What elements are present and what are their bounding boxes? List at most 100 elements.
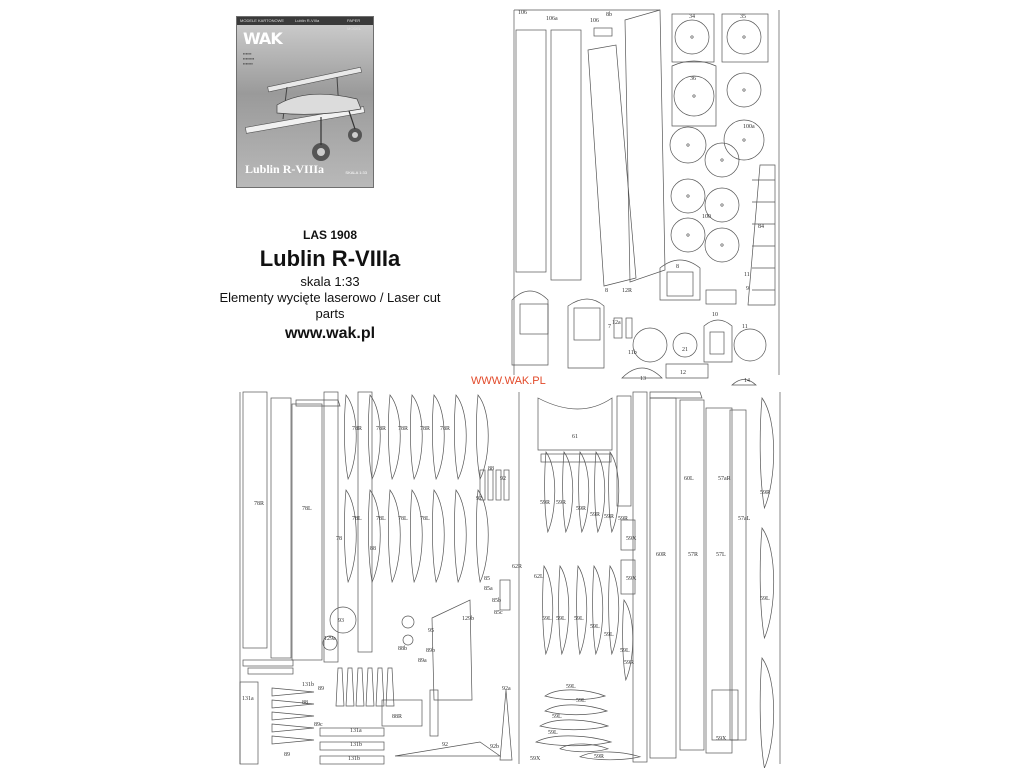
- part-label-lower-right-28: 57aL: [738, 516, 751, 522]
- part-label-lower-left-24: 85a: [484, 586, 493, 592]
- part-label-top-4: 8b: [606, 12, 612, 18]
- part-label-top-9: 100: [702, 214, 711, 220]
- cover-header-bar: MODELE KARTONOWE Lublin R-VIIIa PAPER MO…: [237, 17, 373, 31]
- part-label-lower-left-22: 89a: [418, 658, 427, 664]
- long-strip-78L: [270, 397, 292, 659]
- part-label-lower-right-23: 57R: [688, 552, 698, 558]
- part-label-top-14: 12R: [622, 288, 632, 294]
- part-label-top-8: 100a: [743, 124, 755, 130]
- strip-131a: [319, 727, 385, 737]
- part-label-lower-right-6: 59R: [604, 514, 614, 520]
- part-label-top-7: 36: [690, 76, 696, 82]
- part-label-lower-left-7: 78R: [420, 426, 430, 432]
- part-label-top-1: 106: [518, 10, 527, 16]
- small-panel-11: [705, 289, 737, 305]
- cover-header-left: MODELE KARTONOWE: [240, 18, 285, 23]
- part-label-lower-right-7: 59R: [618, 516, 628, 522]
- frame-part-10: [703, 319, 733, 363]
- cockpit-window-right: [573, 307, 601, 341]
- round-frame-11: [733, 328, 767, 362]
- upper-wing-rib-6: [454, 394, 467, 481]
- lower-wing-rib-1: [344, 489, 357, 584]
- part-label-lower-right-13: 59L: [620, 648, 630, 654]
- frame-window-10: [709, 331, 725, 355]
- part-label-top-20: 12: [680, 370, 686, 376]
- cockpit-frame-right: [567, 298, 605, 369]
- part-label-lower-left-37: 88: [302, 700, 308, 706]
- kit-description: Elementy wycięte laserowo / Laser cut pa…: [219, 290, 441, 321]
- part-label-top-22: 21: [682, 347, 688, 353]
- lower-wing-rib-5: [432, 489, 445, 584]
- part-label-lower-left-8: 78R: [440, 426, 450, 432]
- part-label-lower-left-28: 131a: [350, 728, 362, 734]
- part-label-lower-right-8: 59L: [542, 616, 552, 622]
- arc-part-13: [621, 367, 663, 379]
- cover-header-right: PAPER MODEL: [347, 18, 362, 31]
- small-part-12b: [625, 317, 633, 339]
- part-label-lower-right-26: 60L: [684, 476, 694, 482]
- part-label-lower-right-29: 59R: [760, 490, 770, 496]
- round-frame-center-7: [720, 158, 724, 162]
- part-label-lower-left-4: 78R: [352, 426, 362, 432]
- spar-strip: [323, 391, 339, 663]
- part-label-lower-right-3: 59R: [556, 500, 566, 506]
- strut-piece-6: [385, 667, 395, 707]
- part-label-lower-right-31: 62L: [534, 574, 544, 580]
- round-frame-11: [704, 227, 740, 263]
- right-rib-extra: [622, 599, 634, 682]
- part-label-lower-left-38: 89c: [314, 722, 323, 728]
- small-part-12a: [613, 317, 623, 339]
- upper-wing-rib-1: [344, 394, 357, 481]
- spar-panel: [624, 9, 666, 283]
- part-label-top-21: 14: [744, 378, 750, 384]
- part-label-lower-right-20: 59X: [626, 536, 637, 542]
- short-strip-1: [242, 659, 294, 667]
- part-label-top-11: 11: [744, 272, 750, 278]
- part-label-top-6: 35: [740, 14, 746, 20]
- part-label-lower-left-19: 129b: [462, 616, 474, 622]
- small-part-85b: [499, 579, 511, 611]
- round-frame-center-11: [720, 243, 724, 247]
- upper-wing-rib-7: [476, 394, 489, 481]
- part-label-lower-right-2: 59R: [540, 500, 550, 506]
- horizontal-rib-3: [539, 719, 610, 731]
- part-label-lower-right-15: 59L: [566, 684, 576, 690]
- upper-wing-rib-5: [432, 394, 445, 481]
- round-frame-center-2: [742, 35, 746, 39]
- wedge-part-3: [271, 711, 315, 721]
- frame-window-8: [666, 271, 694, 297]
- biplane-illustration: [245, 66, 365, 161]
- part-label-lower-left-13: 88: [370, 546, 376, 552]
- part-label-top-16: 11: [742, 324, 748, 330]
- right-upper-rib-2: [562, 451, 574, 534]
- long-right-rib-3: [759, 657, 774, 768]
- part-label-lower-left-33: 92: [442, 742, 448, 748]
- strip-cap: [295, 399, 341, 407]
- frame-border-36: [671, 60, 717, 127]
- part-label-lower-right-16: 59L: [576, 698, 586, 704]
- round-part-small: [401, 615, 415, 629]
- kit-scale: skala 1:33: [300, 274, 360, 289]
- round-frame-center-3: [692, 94, 696, 98]
- long-right-rib-2: [759, 527, 774, 640]
- part-label-lower-right-5: 59R: [590, 512, 600, 518]
- part-label-lower-left-6: 78R: [398, 426, 408, 432]
- plate-88R: [381, 699, 423, 727]
- part-label-top-3: 106: [590, 18, 599, 24]
- cover-small-print: ▪▪▪▪▪▪▪▪▪▪▪▪▪▪▪▪▪▪▪▪▪: [243, 51, 255, 66]
- part-label-lower-left-35: 92a: [502, 686, 511, 692]
- long-right-rib-1: [759, 397, 774, 510]
- lower-wing-rib-6: [454, 489, 467, 584]
- frame-border-34: [671, 13, 715, 63]
- strut-piece-3: [355, 667, 365, 707]
- strip-under-61: [540, 453, 612, 463]
- kit-url[interactable]: www.wak.pl: [284, 325, 376, 342]
- panel-strip-2: [550, 29, 582, 281]
- part-label-lower-left-14: 88: [488, 466, 494, 472]
- part-label-lower-right-19: 59R: [594, 754, 604, 760]
- part-label-lower-right-11: 59L: [590, 624, 600, 630]
- upper-wing-rib-2: [368, 394, 381, 481]
- narrow-part-1: [429, 689, 439, 737]
- part-label-lower-right-18: 59L: [548, 730, 558, 736]
- kit-code: LAS 1908: [302, 228, 358, 242]
